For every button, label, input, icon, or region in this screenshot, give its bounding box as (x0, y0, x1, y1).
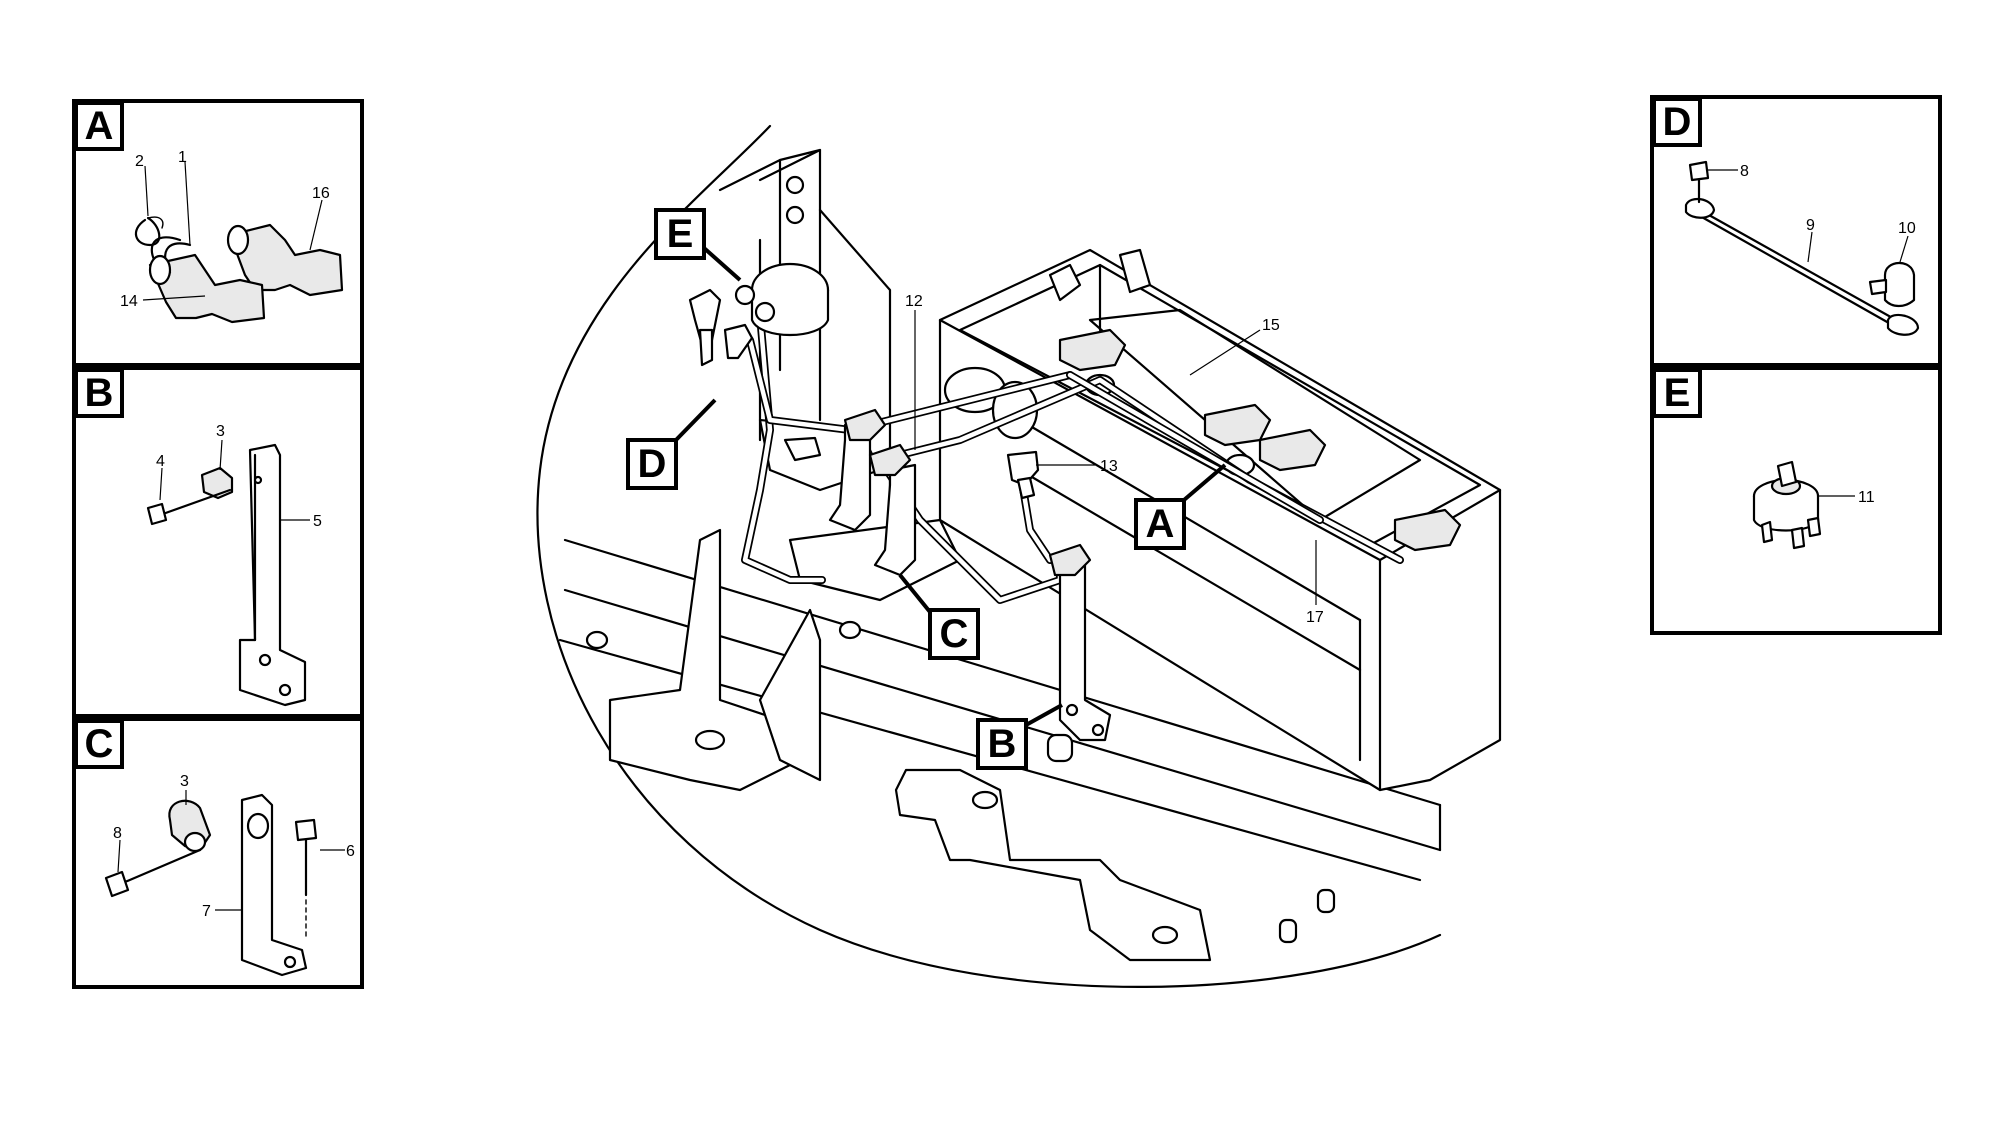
callout-14: 14 (120, 293, 138, 310)
detail-tag-D: D (1663, 100, 1692, 144)
cable-end-13 (1006, 450, 1040, 500)
callout-2: 2 (135, 153, 144, 170)
main-view-outline (536, 124, 1442, 988)
svg-text:C: C (940, 612, 969, 656)
callout-13: 13 (1100, 458, 1118, 475)
callout-17: 17 (1306, 609, 1324, 626)
cable-brackets (828, 408, 1112, 763)
front-bracket (585, 528, 862, 792)
callout-4: 4 (156, 453, 165, 470)
callout-11: 11 (1858, 489, 1875, 506)
detail-tag-E: E (1664, 371, 1691, 415)
main-tag-D: D (626, 398, 717, 490)
callout-10: 10 (1898, 220, 1916, 237)
callout-5: 5 (313, 513, 322, 530)
callout-3-c: 3 (180, 773, 189, 790)
cables (741, 311, 1404, 604)
battery-switch (688, 262, 830, 367)
callout-3: 3 (216, 423, 225, 440)
detail-box-D: D 8 9 10 (1650, 95, 1942, 367)
detail-box-A: A 2 1 16 14 (72, 99, 364, 367)
main-tag-A: A (1134, 463, 1227, 550)
callout-15: 15 (1262, 317, 1280, 334)
main-tag-B: B (976, 703, 1063, 770)
callout-6: 6 (346, 843, 355, 860)
svg-text:D: D (638, 442, 667, 486)
callout-8-c: 8 (113, 825, 122, 842)
main-callouts: 12 13 15 17 (905, 293, 1324, 626)
callout-1: 1 (178, 149, 187, 166)
callout-7: 7 (202, 903, 211, 920)
callout-16: 16 (312, 185, 330, 202)
svg-text:B: B (988, 722, 1017, 766)
callout-9: 9 (1806, 217, 1815, 234)
main-tag-C: C (898, 573, 980, 660)
callout-12: 12 (905, 293, 923, 310)
svg-text:E: E (667, 212, 694, 256)
detail-tag-C: C (85, 722, 114, 766)
detail-box-B: B 3 4 5 (72, 366, 364, 718)
detail-box-E: E 11 (1650, 366, 1942, 635)
detail-box-C: C 3 8 6 7 (72, 717, 364, 989)
callout-8-d: 8 (1740, 163, 1749, 180)
main-view: 12 13 15 17 E D C B (536, 124, 1502, 988)
detail-tag-B: B (85, 371, 114, 415)
svg-text:A: A (1146, 502, 1175, 546)
detail-tag-A: A (85, 104, 114, 148)
main-tag-E: E (654, 208, 742, 282)
